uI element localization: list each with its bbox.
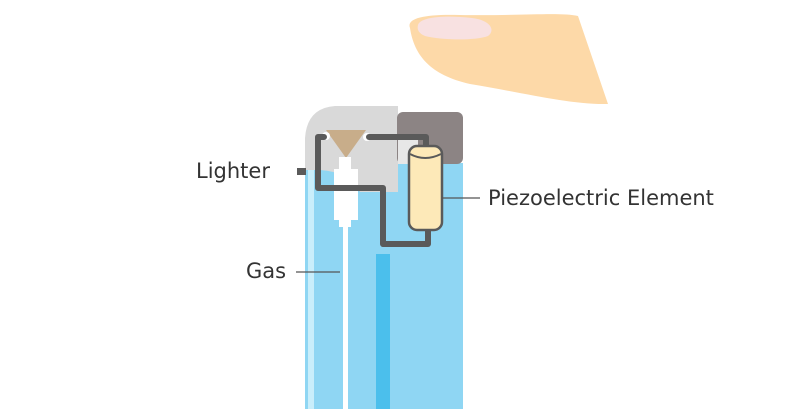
valve-body	[334, 169, 358, 220]
tank-highlight-stripe	[308, 170, 314, 409]
wire-circuit	[297, 134, 431, 247]
gas-wick	[343, 226, 348, 409]
flame-cone	[326, 130, 366, 158]
leader-lines	[296, 197, 480, 273]
gas-valve	[334, 157, 358, 227]
gas-label: Gas	[246, 259, 287, 283]
fingernail	[417, 16, 492, 40]
piezo-element	[407, 144, 444, 232]
lighter-tab	[297, 168, 306, 175]
finger	[409, 14, 608, 105]
piezoelectric-element-label: Piezoelectric Element	[488, 186, 714, 210]
lighter-label: Lighter	[196, 159, 270, 183]
internal-tube	[376, 254, 390, 409]
piezo-cylinder	[407, 144, 444, 232]
valve-top	[339, 157, 351, 169]
top-wire	[366, 134, 429, 151]
valve-bottom	[339, 218, 351, 227]
ground-wire	[315, 134, 431, 247]
piezo-top-edge	[409, 153, 442, 159]
